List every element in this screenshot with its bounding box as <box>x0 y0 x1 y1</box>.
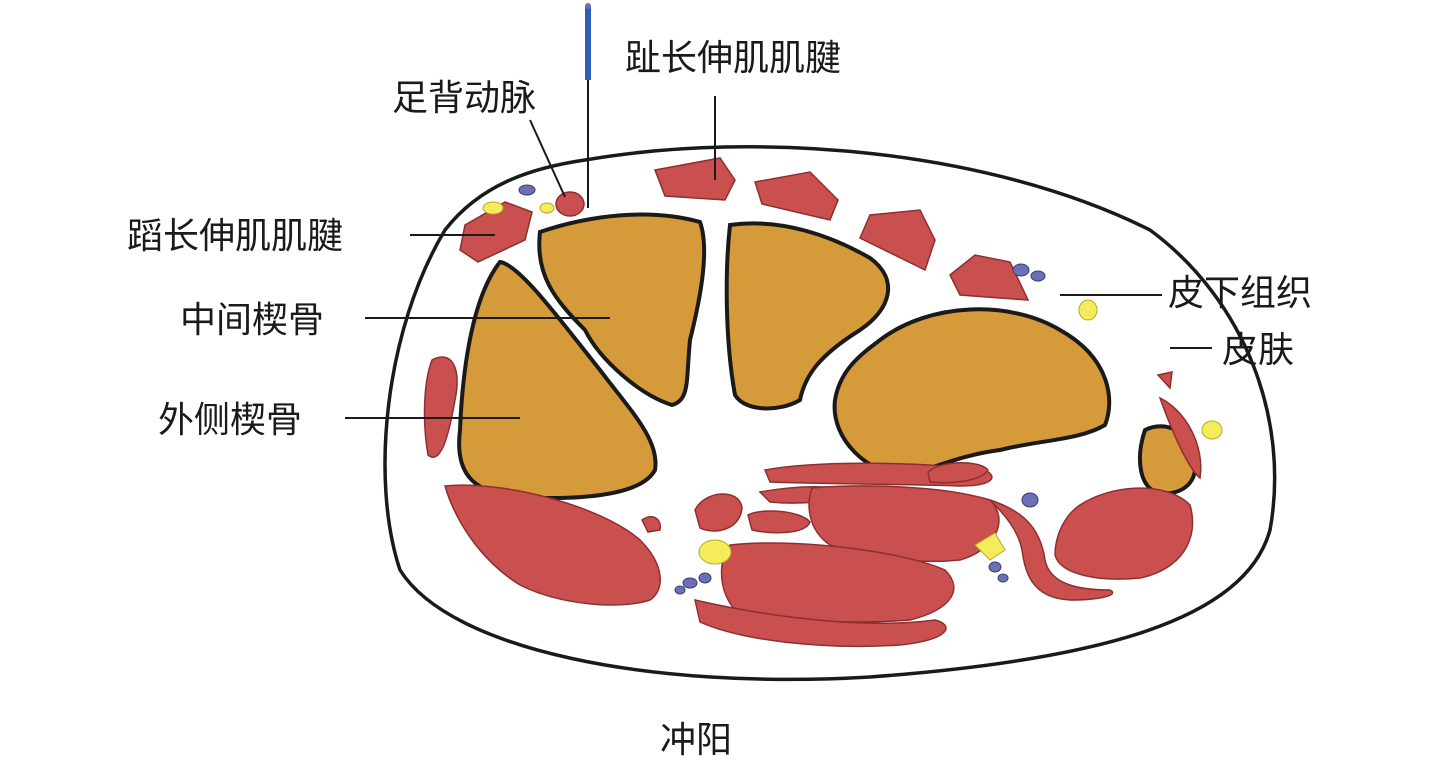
label-subcutaneous-tissue: 皮下组织 <box>1168 273 1312 314</box>
label-ext-hallucis-longus-tendon: 蹈长伸肌肌腱 <box>127 216 343 257</box>
intermediate-cuneiform <box>537 212 707 408</box>
label-intermediate-cuneiform: 中间楔骨 <box>180 300 324 341</box>
label-skin: 皮肤 <box>1222 330 1294 371</box>
middle-cuneiform <box>724 221 890 411</box>
label-ext-digitorum-longus-tendon: 趾长伸肌肌腱 <box>625 38 841 79</box>
label-dorsalis-pedis-artery: 足背动脉 <box>392 78 536 119</box>
cuboid <box>832 307 1112 478</box>
bones <box>457 212 1198 501</box>
lateral-cuneiform <box>457 259 658 501</box>
label-acupoint: 冲阳 <box>660 720 732 761</box>
label-lateral-cuneiform: 外侧楔骨 <box>158 400 302 441</box>
leader-lines <box>345 96 1212 419</box>
plantar-muscles <box>444 396 1202 648</box>
